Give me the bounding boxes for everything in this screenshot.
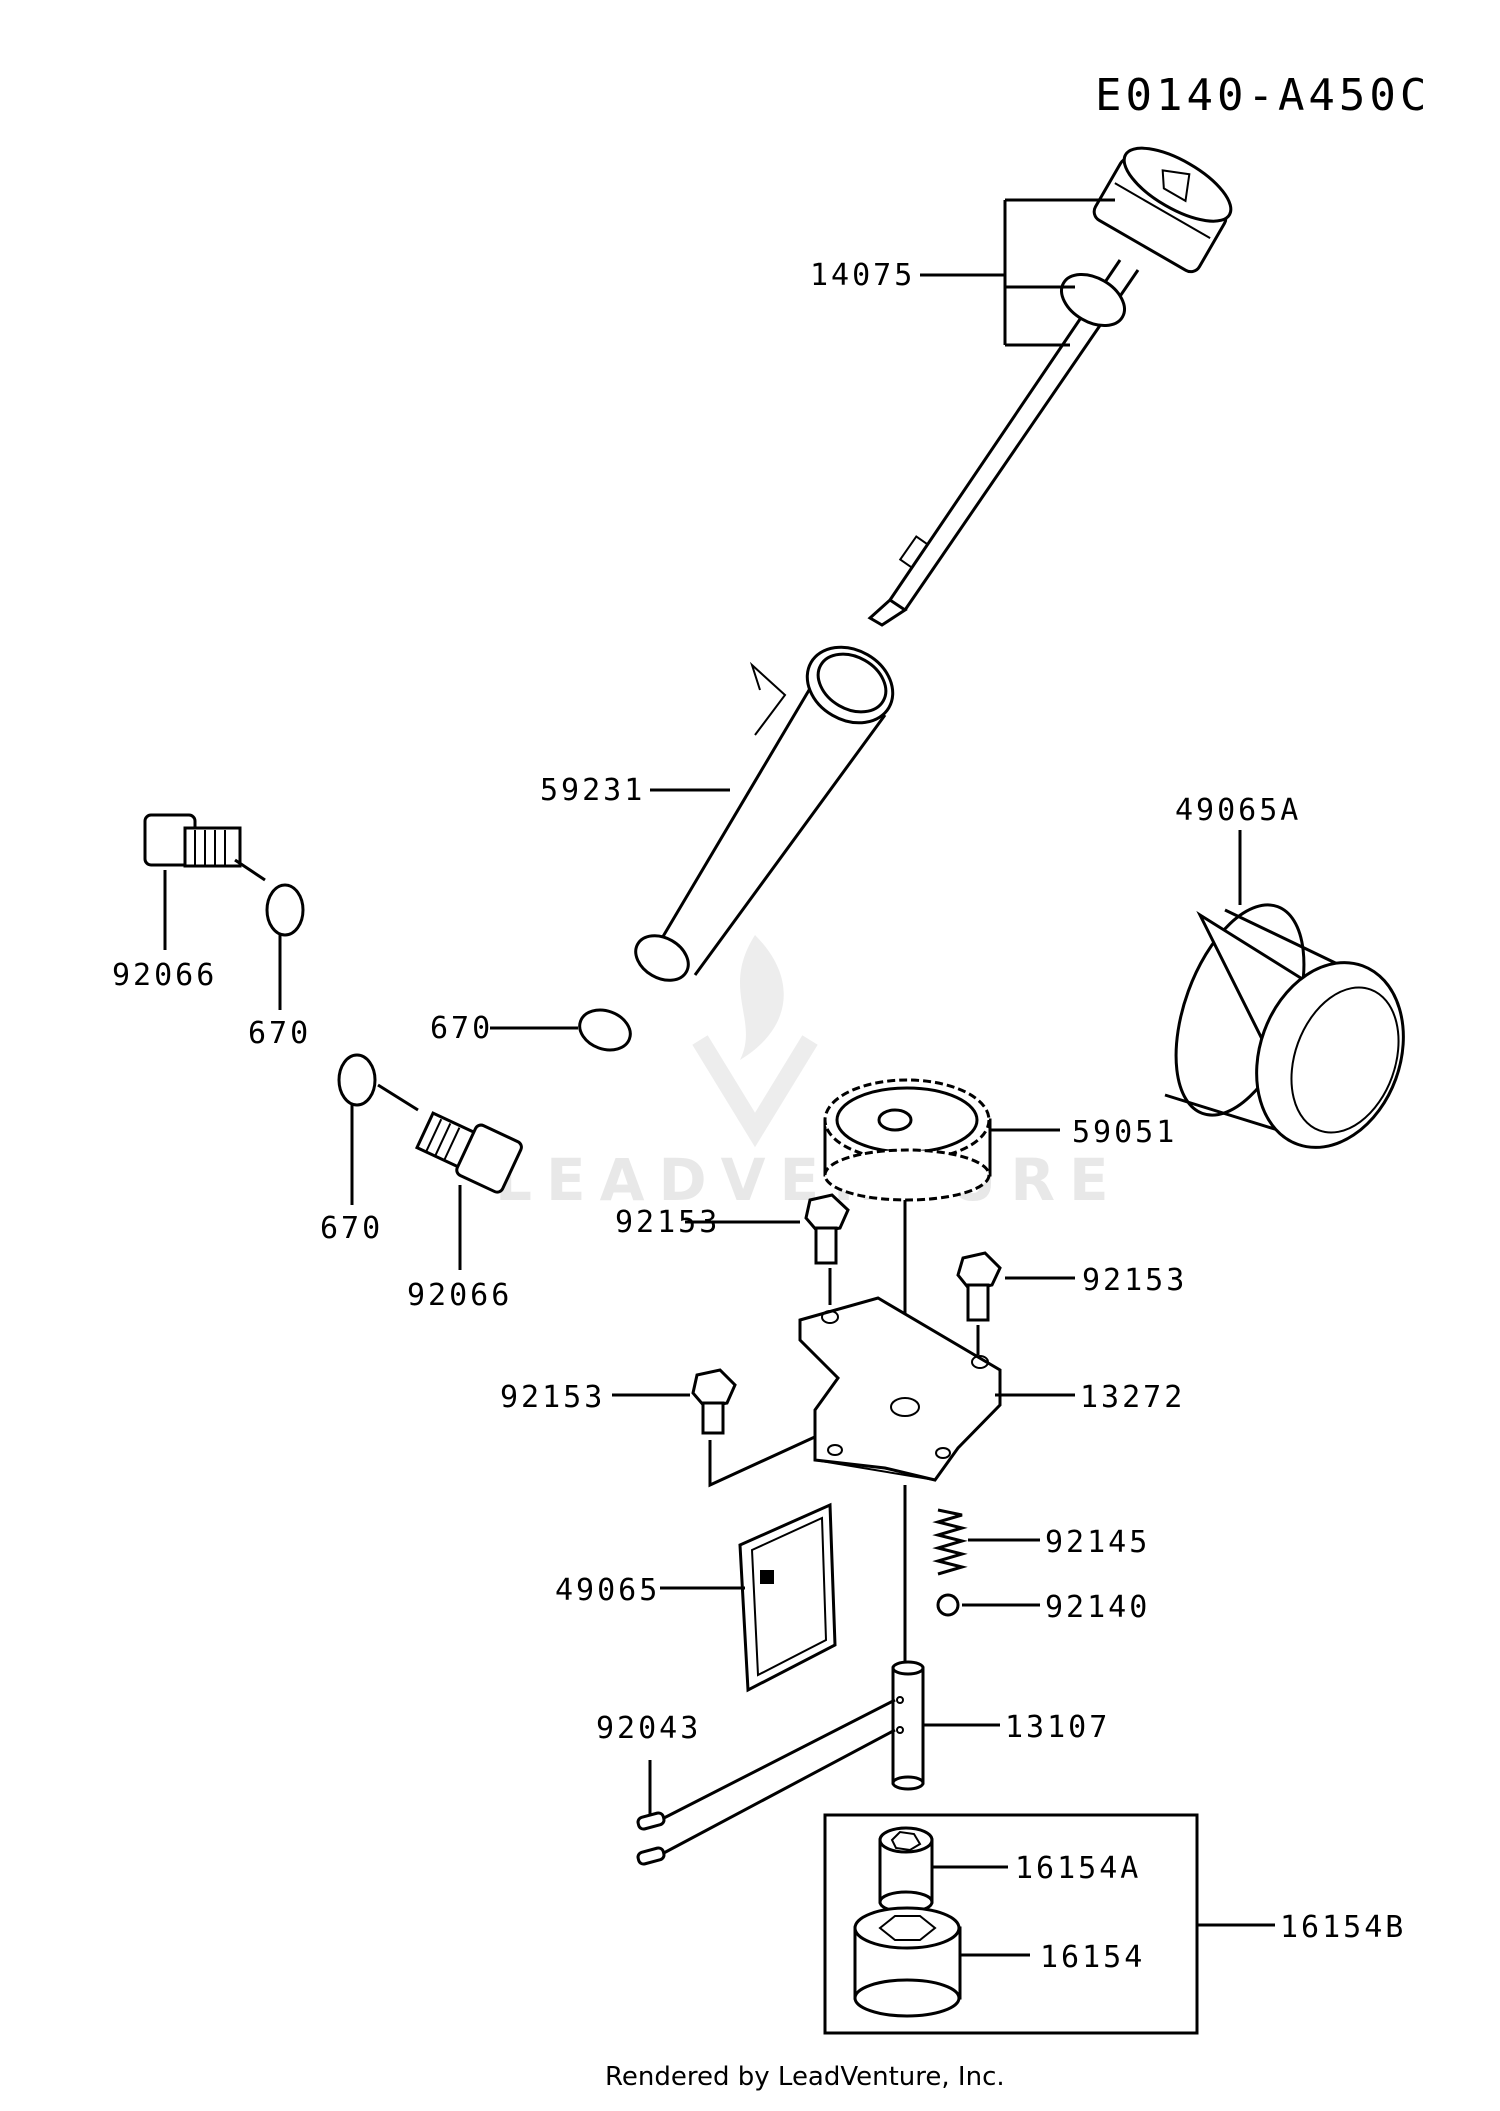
callout-16154B: 16154B [1280,1910,1406,1945]
drain-plug-upper [143,813,242,868]
relief-spring-part [932,1508,968,1576]
watermark-logo: LEADVENTURE [495,935,1123,1214]
pump-cover-plate-part [798,1296,1002,1482]
callout-92153-upper-right: 92153 [1082,1263,1187,1298]
callout-59051: 59051 [1072,1115,1177,1150]
callout-16154: 16154 [1040,1940,1145,1975]
oil-screen-part [738,1502,837,1693]
callout-92140: 92140 [1045,1590,1150,1625]
oil-filter-part [1164,903,1405,1149]
callout-92066-upper: 92066 [112,958,217,993]
callout-59231: 59231 [540,773,645,808]
footer-credit: Rendered by LeadVenture, Inc. [605,2062,1005,2092]
callout-92145: 92145 [1045,1525,1150,1560]
callout-92066-lower: 92066 [407,1278,512,1313]
callout-92153-upper-left: 92153 [615,1205,720,1240]
pump-shaft-part [891,1660,925,1791]
o-ring-upper-left [265,883,305,937]
callout-670-upper-left: 670 [248,1016,311,1051]
relief-ball-part [936,1593,960,1617]
o-ring-center [578,1008,632,1052]
rotor-outer-part [853,1906,962,2018]
oil-filler-tube-part [634,645,895,982]
bolt-lower-left [691,1368,737,1435]
callout-92153-lower-left: 92153 [500,1380,605,1415]
rotor-inner-part [878,1826,934,1914]
watermark-text: LEADVENTURE [495,1146,1123,1214]
callout-670-lower-left: 670 [320,1211,383,1246]
diagram-code: E0140-A450C [1095,70,1430,121]
callout-670-center: 670 [430,1011,493,1046]
bolt-upper-right [956,1251,1002,1322]
dipstick-part [867,146,1233,627]
callout-16154A: 16154A [1015,1851,1141,1886]
oil-pump-gear-part [823,1078,992,1202]
callout-49065A: 49065A [1175,793,1301,828]
callout-49065: 49065 [555,1573,660,1608]
callout-13272: 13272 [1080,1380,1185,1415]
callout-13107: 13107 [1005,1710,1110,1745]
drain-plug-lower [414,1111,523,1194]
callout-14075: 14075 [810,258,915,293]
callout-92043: 92043 [596,1711,701,1746]
bolt-upper-left [804,1193,850,1265]
o-ring-lower-left [337,1053,377,1107]
pin-part [636,1811,666,1866]
